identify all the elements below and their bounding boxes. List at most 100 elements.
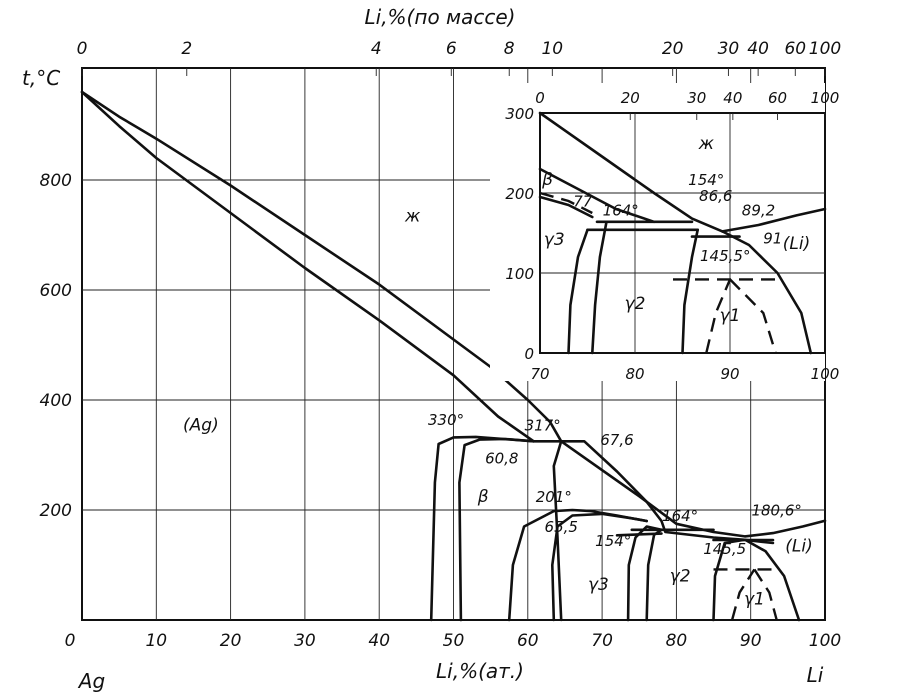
inset-annotation-label: 91 [763,229,782,247]
inset-curve-inset-gamma1-l [705,278,732,354]
inset-x-tick-label: 80 [625,365,644,383]
annotation-label: 60,8 [485,449,518,467]
top-tick-label: 10 [541,39,563,59]
curve-gamma3-inner [551,512,648,622]
curve-liquidus [80,90,827,538]
inset-y-tick-label: 200 [505,185,534,203]
left-element-label: Ag [77,669,105,693]
inset-y-tick-label: 100 [505,265,534,283]
right-element-label: Li [807,663,824,687]
top-tick-label: 40 [747,39,769,59]
inset-phase-label: (Li) [783,234,810,254]
y-tick-label: 200 [40,501,72,521]
inset-top-tick-label: 40 [723,89,742,107]
inset-top-tick-label: 30 [687,89,706,107]
x-tick-label: 0 [65,631,76,651]
inset-x-tick-label: 100 [811,365,840,383]
x-tick-label: 20 [220,631,242,651]
top-tick-label: 60 [784,39,806,59]
y-tick-label: 800 [40,171,72,191]
top-tick-label: 0 [77,39,88,59]
phase-label: (Ag) [183,415,219,435]
inset-curve-inset-liquidus-1 [538,111,724,233]
top-tick-label: 100 [809,39,841,59]
y-tick-label: 400 [40,391,72,411]
curve-gamma2-right [712,538,745,622]
annotation-label: 154° [595,532,631,550]
curve-gamma3-right [626,525,663,622]
annotation-label: 164° [662,507,698,525]
inset-y-tick-label: 300 [505,105,534,123]
inset-annotation-label: 154° [688,171,724,189]
inset-phase-label: β [541,170,553,190]
y-axis-label: t,°C [22,66,60,90]
top-tick-label: 4 [371,39,382,59]
inset-annotation-label: 77 [573,193,593,211]
annotation-label: 330° [428,411,464,429]
inset-curve-inset-li-solvus [721,230,813,355]
curve-ag-solvus [429,435,535,622]
inset-x-tick-label: 90 [720,365,739,383]
inset-annotation-label: 164° [603,201,639,219]
inset-phase-label: γ3 [544,230,565,250]
annotation-label: 180,6° [751,502,801,520]
inset-annotation-label: 89,2 [742,201,775,219]
annotation-label: 317° [525,416,561,434]
top-axis-label: Li,%(по массе) [365,5,516,29]
x-tick-label: 60 [517,631,539,651]
x-tick-label: 100 [809,631,841,651]
top-tick-label: 8 [504,39,515,59]
main-curves [80,90,827,622]
curve-gamma1-left [730,568,756,621]
top-tick-label: 20 [662,39,684,59]
x-axis-label: Li,%(ат.) [436,659,524,683]
inset-phase-label: γ2 [625,294,646,314]
x-tick-label: 70 [591,631,613,651]
inset-curve-inset-beta-solid [538,195,594,219]
annotation-label: 145,5 [703,540,746,558]
inset-curve-inset-gamma3-r [591,220,608,355]
curve-beta-right [552,440,563,622]
inset-curve-inset-liquidus-2 [538,167,656,224]
x-tick-label: 10 [145,631,167,651]
inset-phase-label: γ1 [720,306,741,326]
x-tick-label: 30 [294,631,316,651]
inset-top-tick-label: 60 [768,89,787,107]
top-tick-label: 30 [718,39,740,59]
top-tick-label: 6 [446,39,457,59]
inset-curve-inset-gamma2-r [681,228,699,355]
inset-top-tick-label: 0 [535,89,545,107]
curve-li-solvus [744,538,801,622]
inset-curves [538,111,827,355]
inset-curve-inset-gamma1-r [729,278,777,354]
inset-curve-inset-gamma3-l [567,228,589,355]
inset-phase-label: ж [698,134,715,154]
x-tick-label: 50 [443,631,465,651]
inset-x-tick-label: 70 [530,365,549,383]
top-tick-label: 2 [181,39,192,59]
inset-annotation-label: 86,6 [699,187,732,205]
y-tick-label: 600 [40,281,72,301]
phase-label: γ3 [588,575,609,595]
x-tick-label: 90 [740,631,762,651]
inset-curve-inset-liquidus-3 [721,207,827,233]
annotation-label: 201° [536,488,572,506]
x-tick-label: 40 [368,631,390,651]
curve-gamma2-left [645,528,663,622]
inset-y-tick-label: 0 [524,345,534,363]
phase-label: β [477,487,489,507]
annotation-label: 67,6 [600,431,633,449]
phase-label: γ1 [744,590,765,610]
x-tick-label: 80 [666,631,688,651]
phase-label: γ2 [670,567,691,587]
inset-annotation-label: 145,5° [700,247,750,265]
phase-label: ж [404,206,421,226]
inset-curve-inset-beta [539,191,593,215]
inset-top-tick-label: 100 [811,89,840,107]
curve-peritectic-154 [615,532,663,537]
inset-top-tick-label: 20 [621,89,640,107]
